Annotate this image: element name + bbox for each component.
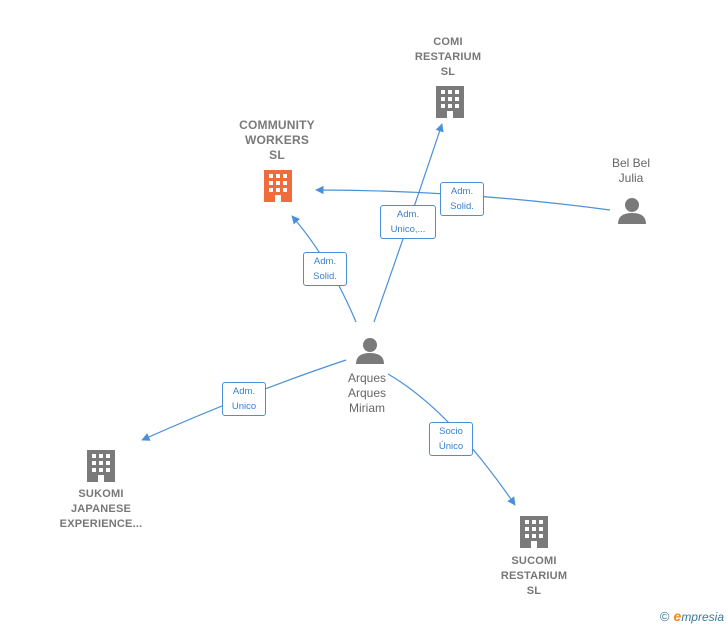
edge-label-adm-solid[interactable]: Adm. Solid. [303, 252, 347, 286]
building-icon[interactable] [518, 514, 550, 550]
edge-label-adm-unico[interactable]: Adm. Unico [222, 382, 266, 416]
company-label-comi-restarium[interactable]: COMI RESTARIUM SL [414, 36, 482, 78]
building-icon[interactable] [85, 448, 117, 484]
building-icon[interactable] [434, 84, 466, 120]
company-label-sucomi-restarium[interactable]: SUCOMI RESTARIUM SL [500, 555, 568, 597]
person-label-bel-bel-julia[interactable]: Bel Bel Julia [611, 156, 651, 185]
copyright-symbol: © [659, 608, 670, 624]
brand-initial: e [673, 608, 682, 624]
edge-label-adm-solid[interactable]: Adm. Solid. [440, 182, 484, 216]
company-label-sukomi-japanese[interactable]: SUKOMI JAPANESE EXPERIENCE... [59, 488, 143, 530]
edge-label-socio-unico[interactable]: Socio Único [429, 422, 473, 456]
brand-name: mpresia [681, 610, 724, 624]
person-icon[interactable] [616, 196, 648, 226]
company-label-community-workers[interactable]: COMMUNITY WORKERS SL [239, 118, 315, 162]
empresia-watermark: © empresia [660, 608, 724, 624]
building-icon[interactable] [262, 168, 294, 204]
edge-label-adm-unico[interactable]: Adm. Unico,... [380, 205, 436, 239]
person-label-arques-arques-miriam[interactable]: Arques Arques Miriam [347, 371, 387, 415]
person-icon[interactable] [354, 336, 386, 366]
